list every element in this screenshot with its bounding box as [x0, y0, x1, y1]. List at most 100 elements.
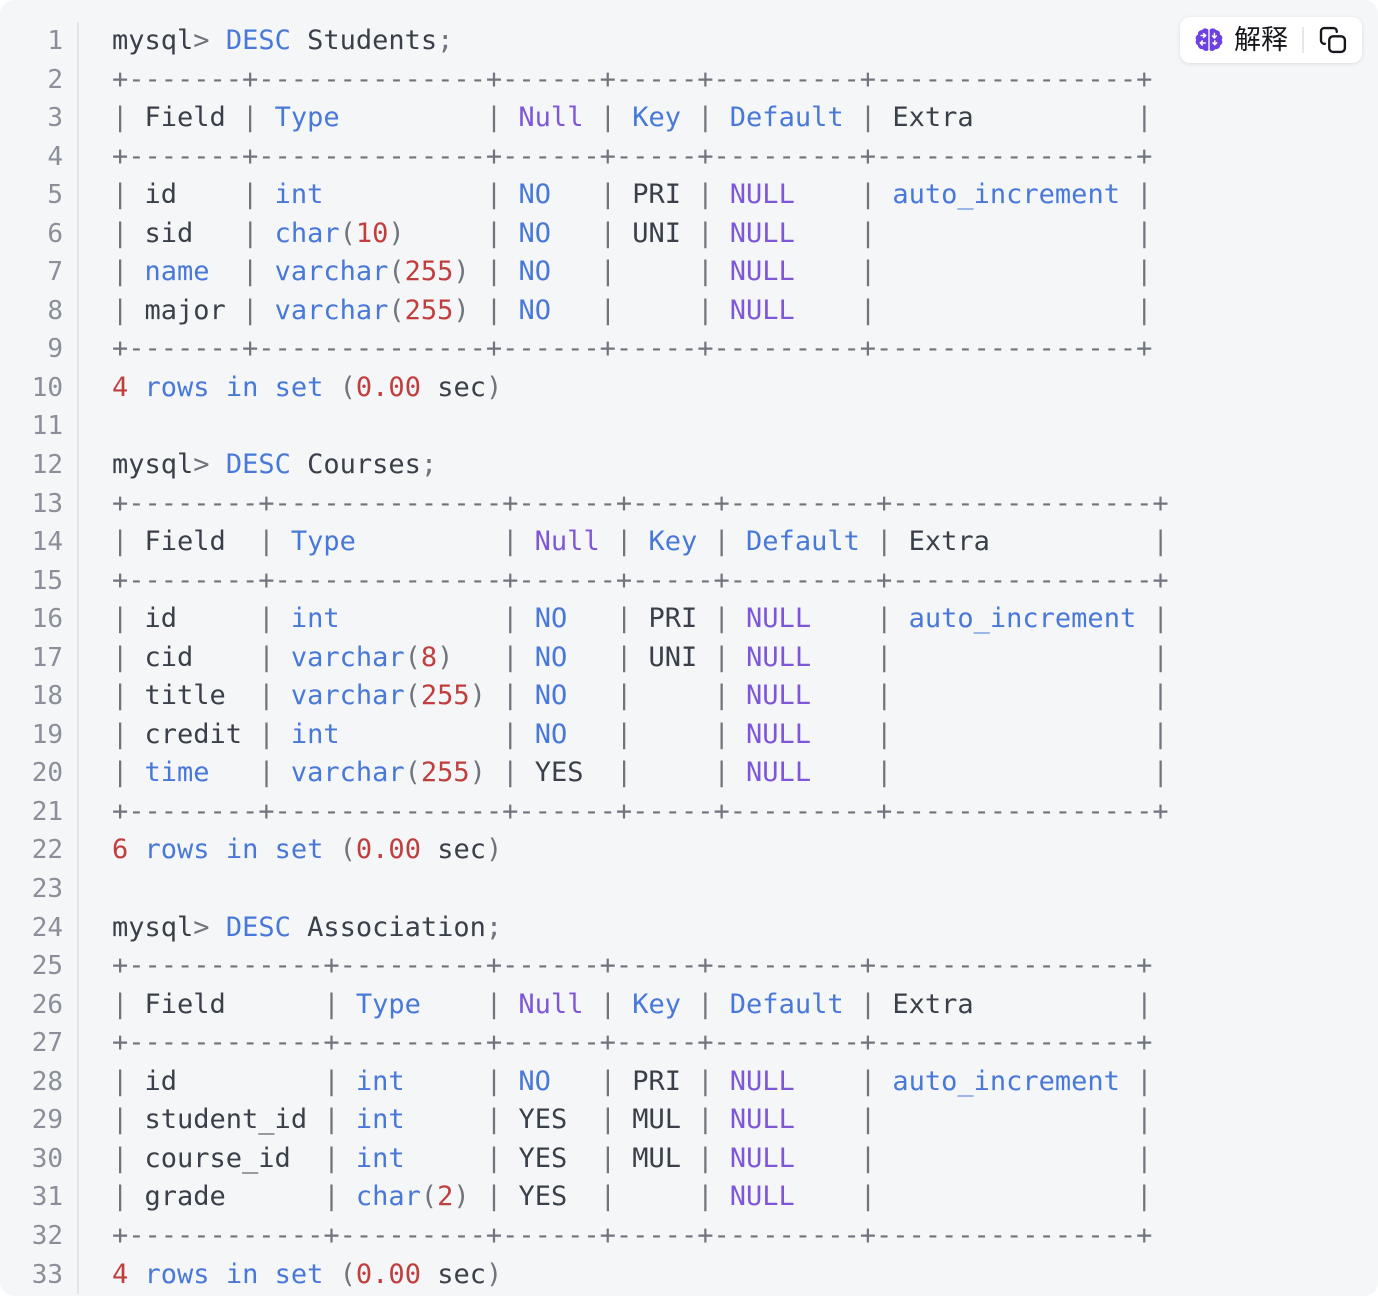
code-line-content: | title | varchar(255) | NO | | NULL | | [112, 680, 1169, 712]
line-number: 30 [0, 1139, 79, 1179]
code-line-content: | Field | Type | Null | Key | Default | … [112, 526, 1169, 558]
line-number: 10 [0, 368, 79, 408]
code-line-content: | course_id | int | YES | MUL | NULL | | [112, 1142, 1153, 1174]
code-line-content: 4 rows in set (0.00 sec) [112, 1258, 503, 1290]
code-line-content [79, 407, 112, 446]
line-number: 26 [0, 985, 79, 1025]
line-number: 29 [0, 1101, 79, 1140]
line-number: 4 [0, 137, 79, 177]
code-line: 9 +-------+--------------+------+-----+--… [0, 330, 1378, 369]
code-line: 1 mysql> DESC Students; [0, 22, 1378, 61]
line-number: 6 [0, 214, 79, 254]
code-line-content: +-------+--------------+------+-----+---… [112, 333, 1153, 365]
code-line-content: mysql> DESC Association; [112, 911, 503, 943]
code-toolbar: 解释 [1180, 17, 1362, 63]
code-line-content: +-------+--------------+------+-----+---… [112, 140, 1153, 172]
code-line: 17 | cid | varchar(8) | NO | UNI | NULL |… [0, 638, 1378, 678]
code-line: 24 mysql> DESC Association; [0, 908, 1378, 948]
line-number: 5 [0, 176, 79, 215]
code-line-content: | sid | char(10) | NO | UNI | NULL | | [112, 217, 1153, 249]
code-line: 18 | title | varchar(255) | NO | | NULL |… [0, 677, 1378, 716]
code-line-content: | id | int | NO | PRI | NULL | auto_incr… [112, 603, 1169, 635]
code-line: 33 4 rows in set (0.00 sec) [0, 1255, 1378, 1295]
line-number: 21 [0, 792, 79, 832]
line-number: 1 [0, 22, 79, 61]
line-number: 19 [0, 715, 79, 755]
line-number: 31 [0, 1178, 79, 1217]
code-line-content: | Field | Type | Null | Key | Default | … [112, 988, 1153, 1020]
code-line: 30 | course_id | int | YES | MUL | NULL |… [0, 1139, 1378, 1179]
code-line-content: +------------+---------+------+-----+---… [112, 1027, 1153, 1059]
line-number: 8 [0, 291, 79, 331]
code-line-content: | credit | int | NO | | NULL | | [112, 718, 1169, 750]
line-number: 7 [0, 253, 79, 292]
code-line: 10 4 rows in set (0.00 sec) [0, 368, 1378, 408]
line-number: 13 [0, 484, 79, 524]
code-line: 31 | grade | char(2) | YES | | NULL | | [0, 1178, 1378, 1217]
code-line-content: 4 rows in set (0.00 sec) [112, 371, 503, 403]
line-number: 32 [0, 1216, 79, 1256]
code-line-content: 6 rows in set (0.00 sec) [112, 834, 503, 866]
code-line: 16 | id | int | NO | PRI | NULL | auto_in… [0, 600, 1378, 639]
copy-icon [1318, 25, 1348, 55]
code-line-content: | id | int | NO | PRI | NULL | auto_incr… [112, 179, 1153, 211]
line-number: 33 [0, 1255, 79, 1295]
code-line-content: mysql> DESC Courses; [112, 449, 438, 481]
line-number: 14 [0, 523, 79, 562]
code-line: 5 | id | int | NO | PRI | NULL | auto_inc… [0, 176, 1378, 215]
line-number: 25 [0, 947, 79, 986]
explain-button[interactable]: 解释 [1192, 23, 1290, 58]
code-line: 14 | Field | Type | Null | Key | Default … [0, 523, 1378, 562]
code-line: 4 +-------+--------------+------+-----+--… [0, 137, 1378, 177]
code-line-content: +-------+--------------+------+-----+---… [112, 63, 1153, 95]
code-line: 15 +--------+--------------+------+-----+… [0, 561, 1378, 601]
code-line-content: +--------+--------------+------+-----+--… [112, 795, 1169, 827]
code-line: 26 | Field | Type | Null | Key | Default … [0, 985, 1378, 1025]
code-line-content: | student_id | int | YES | MUL | NULL | … [112, 1104, 1153, 1136]
code-line-content: | grade | char(2) | YES | | NULL | | [112, 1181, 1153, 1213]
code-line: 3| Field | Type | Null | Key | Default |… [0, 99, 1378, 138]
code-line: 8 | major | varchar(255) | NO | | NULL | … [0, 291, 1378, 331]
code-line-content: | major | varchar(255) | NO | | NULL | | [112, 294, 1153, 326]
line-number: 23 [0, 870, 79, 909]
code-line: 7 | name | varchar(255) | NO | | NULL | | [0, 253, 1378, 292]
copy-button[interactable] [1316, 23, 1350, 57]
brain-icon [1194, 27, 1224, 54]
code-line: 25 +------------+---------+------+-----+-… [0, 947, 1378, 986]
code-line: 29 | student_id | int | YES | MUL | NULL … [0, 1101, 1378, 1140]
line-number: 11 [0, 407, 79, 447]
line-number: 9 [0, 330, 79, 369]
code-line: 32 +------------+---------+------+-----+-… [0, 1216, 1378, 1256]
toolbar-divider [1302, 27, 1304, 53]
line-number: 24 [0, 908, 79, 948]
line-number: 28 [0, 1062, 79, 1102]
line-number: 15 [0, 561, 79, 601]
code-line-content: +------------+---------+------+-----+---… [112, 950, 1153, 982]
code-line-content: +--------+--------------+------+-----+--… [112, 564, 1169, 596]
code-line-content: +------------+---------+------+-----+---… [112, 1219, 1153, 1251]
line-number: 22 [0, 831, 79, 871]
line-number: 3 [0, 99, 79, 138]
line-number: 18 [0, 677, 79, 716]
code-line-content: mysql> DESC Students; [112, 25, 454, 56]
code-line: 2+-------+--------------+------+-----+--… [0, 60, 1378, 100]
code-line: 28| id | int | NO | PRI | NULL | auto_in… [0, 1062, 1378, 1102]
line-number: 16 [0, 600, 79, 639]
code-line-content: | time | varchar(255) | YES | | NULL | | [112, 757, 1169, 789]
code-line: 20 | time | varchar(255) | YES | | NULL |… [0, 754, 1378, 793]
code-line: 21 +--------+--------------+------+-----+… [0, 792, 1378, 832]
code-line: 19 | credit | int | NO | | NULL | | [0, 715, 1378, 755]
code-line-content [79, 870, 112, 909]
code-line-content: | cid | varchar(8) | NO | UNI | NULL | | [112, 641, 1169, 673]
code-line: 6 | sid | char(10) | NO | UNI | NULL | | [0, 214, 1378, 254]
code-line: 23 [0, 870, 1378, 909]
line-number: 17 [0, 638, 79, 678]
code-line: 27+------------+---------+------+-----+-… [0, 1024, 1378, 1063]
code-line: 22 6 rows in set (0.00 sec) [0, 831, 1378, 871]
code-line-content: | name | varchar(255) | NO | | NULL | | [112, 256, 1153, 288]
code-line-content: +--------+--------------+------+-----+--… [112, 487, 1169, 519]
line-number: 20 [0, 754, 79, 793]
